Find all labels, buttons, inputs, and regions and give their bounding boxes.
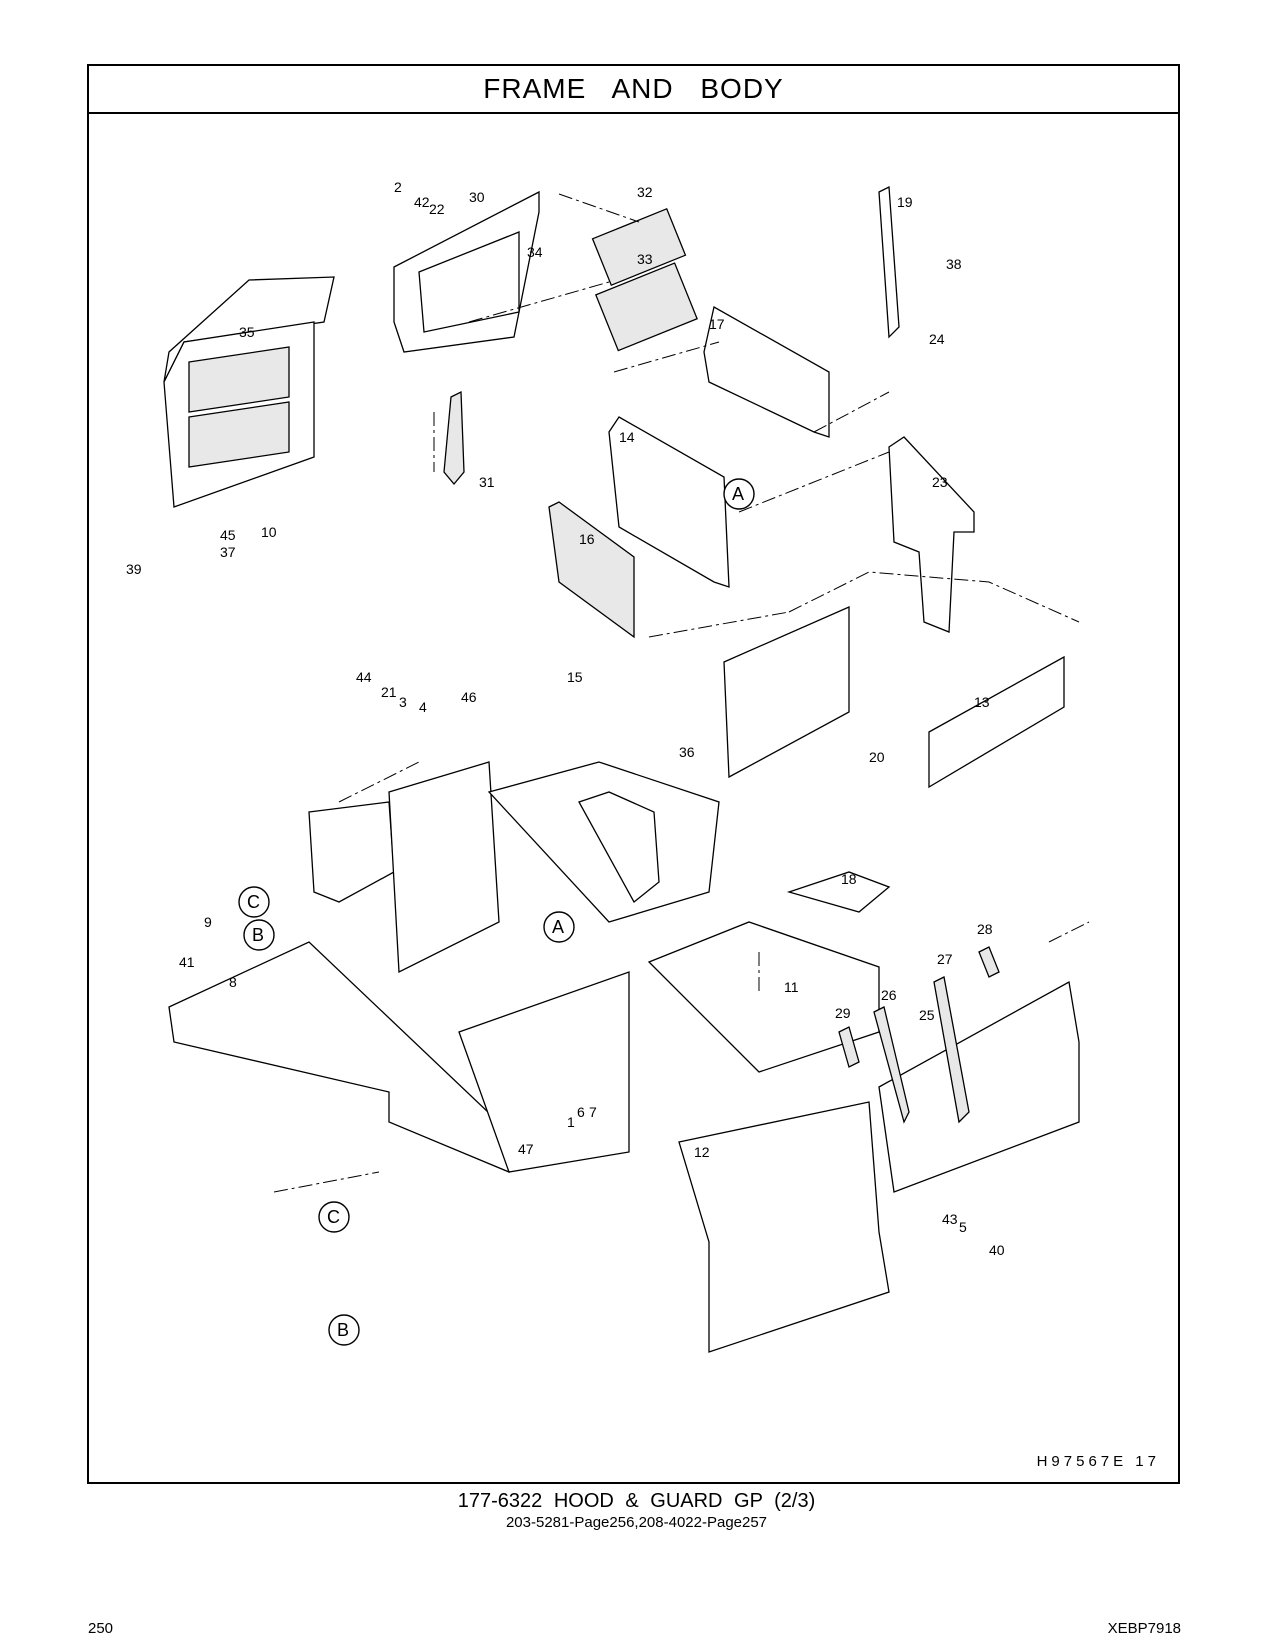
callout-c-upper: C	[238, 886, 270, 918]
bracket-13	[928, 655, 1065, 789]
seal-26	[873, 1006, 910, 1124]
pad-32	[591, 207, 687, 287]
hood-12	[678, 1101, 890, 1353]
part-label-10: 10	[261, 524, 277, 540]
part-label-21: 21	[381, 684, 397, 700]
part-label-32: 32	[637, 184, 653, 200]
plate-23	[888, 436, 975, 633]
callout-b-lower: B	[328, 1314, 360, 1346]
part-label-7: 7	[589, 1104, 597, 1120]
part-label-31: 31	[479, 474, 495, 490]
part-label-24: 24	[929, 331, 945, 347]
part-label-5: 5	[959, 1219, 967, 1235]
document-id: XEBP7918	[1107, 1620, 1181, 1637]
callout-a-upper: A	[723, 478, 755, 510]
part-label-45: 45	[220, 527, 236, 543]
part-label-25: 25	[919, 1007, 935, 1023]
callout-b-upper-label: B	[252, 925, 264, 945]
part-label-42: 42	[414, 194, 430, 210]
part-label-38: 38	[946, 256, 962, 272]
part-label-3: 3	[399, 694, 407, 710]
part-label-17: 17	[709, 316, 725, 332]
pad-16	[548, 501, 635, 639]
part-label-12: 12	[694, 1144, 710, 1160]
callout-b-lower-label: B	[337, 1320, 349, 1340]
part-label-37: 37	[220, 544, 236, 560]
part-label-23: 23	[932, 474, 948, 490]
callout-a-upper-label: A	[732, 484, 744, 504]
part-label-35: 35	[239, 324, 255, 340]
part-label-20: 20	[869, 749, 885, 765]
part-label-4: 4	[419, 699, 427, 715]
part-label-46: 46	[461, 689, 477, 705]
part-label-30: 30	[469, 189, 485, 205]
part-label-41: 41	[179, 954, 195, 970]
part-label-44: 44	[356, 669, 372, 685]
caption-page-refs: 203-5281-Page256,208-4022-Page257	[505, 1514, 768, 1531]
part-label-22: 22	[429, 201, 445, 217]
callout-a-lower: A	[543, 911, 575, 943]
part-label-1: 1	[567, 1114, 575, 1130]
caption-group-title: 177-6322 HOOD & GUARD GP (2/3)	[457, 1490, 816, 1512]
hood-25	[878, 980, 1080, 1193]
part-label-39: 39	[126, 561, 142, 577]
callout-a-lower-label: A	[552, 917, 564, 937]
rear-frame-30	[393, 190, 540, 353]
bracket-17	[703, 306, 830, 438]
callout-c-upper-label: C	[247, 892, 260, 912]
seal-31	[443, 390, 465, 486]
pad-29	[838, 1026, 860, 1068]
seal-27	[933, 976, 970, 1124]
part-label-36: 36	[679, 744, 695, 760]
part-label-19: 19	[897, 194, 913, 210]
callout-c-lower: C	[318, 1201, 350, 1233]
part-label-6: 6	[577, 1104, 585, 1120]
part-label-34: 34	[527, 244, 543, 260]
pad-33	[594, 262, 698, 352]
main-frame	[168, 761, 891, 1173]
part-label-26: 26	[881, 987, 897, 1003]
part-label-14: 14	[619, 429, 635, 445]
side-panel-35	[163, 276, 335, 508]
part-label-16: 16	[579, 531, 595, 547]
part-label-33: 33	[637, 251, 653, 267]
pad-28	[978, 946, 1000, 978]
part-label-27: 27	[937, 951, 953, 967]
part-label-9: 9	[204, 914, 212, 930]
part-label-2: 2	[394, 179, 402, 195]
part-label-8: 8	[229, 974, 237, 990]
drawing-id: H97567E 17	[1036, 1453, 1160, 1470]
part-label-29: 29	[835, 1005, 851, 1021]
part-label-40: 40	[989, 1242, 1005, 1258]
plate-14	[608, 416, 730, 588]
part-label-47: 47	[518, 1141, 534, 1157]
part-label-11: 11	[784, 979, 799, 995]
callout-c-lower-label: C	[327, 1207, 340, 1227]
part-label-28: 28	[977, 921, 993, 937]
diagram-frame: FRAME AND BODY	[87, 64, 1180, 1484]
plate-24	[878, 185, 900, 339]
panel-36	[723, 606, 850, 779]
callout-b-upper: B	[243, 919, 275, 951]
section-title: FRAME AND BODY	[89, 66, 1178, 114]
part-label-18: 18	[841, 871, 857, 887]
page-number: 250	[88, 1620, 114, 1637]
part-label-13: 13	[974, 694, 990, 710]
assembly-guide-lines	[273, 193, 1090, 1193]
part-label-15: 15	[567, 669, 583, 685]
part-label-43: 43	[942, 1211, 958, 1227]
